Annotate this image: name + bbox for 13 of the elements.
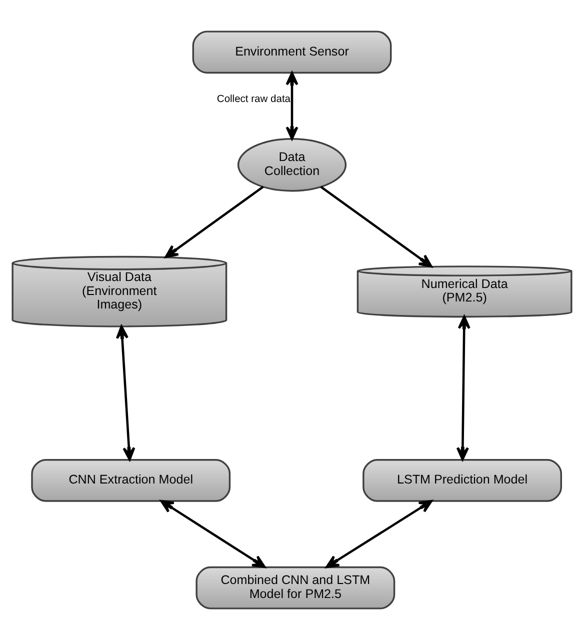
node-ellipse: Data Collection (237, 137, 347, 192)
arrow (116, 324, 136, 460)
node-box: CNN Extraction Model (31, 458, 231, 502)
arrow (320, 185, 432, 267)
node-box: Environment Sensor (192, 30, 392, 74)
node-box: LSTM Prediction Model (362, 458, 562, 502)
node-box: Combined CNN and LSTM Model for PM2.5 (196, 566, 396, 609)
edge-label: Collect raw data (216, 94, 291, 105)
arrow (456, 315, 470, 460)
arrow (160, 499, 266, 568)
arrow (326, 499, 432, 568)
arrow (164, 185, 264, 258)
arrow (286, 71, 298, 140)
